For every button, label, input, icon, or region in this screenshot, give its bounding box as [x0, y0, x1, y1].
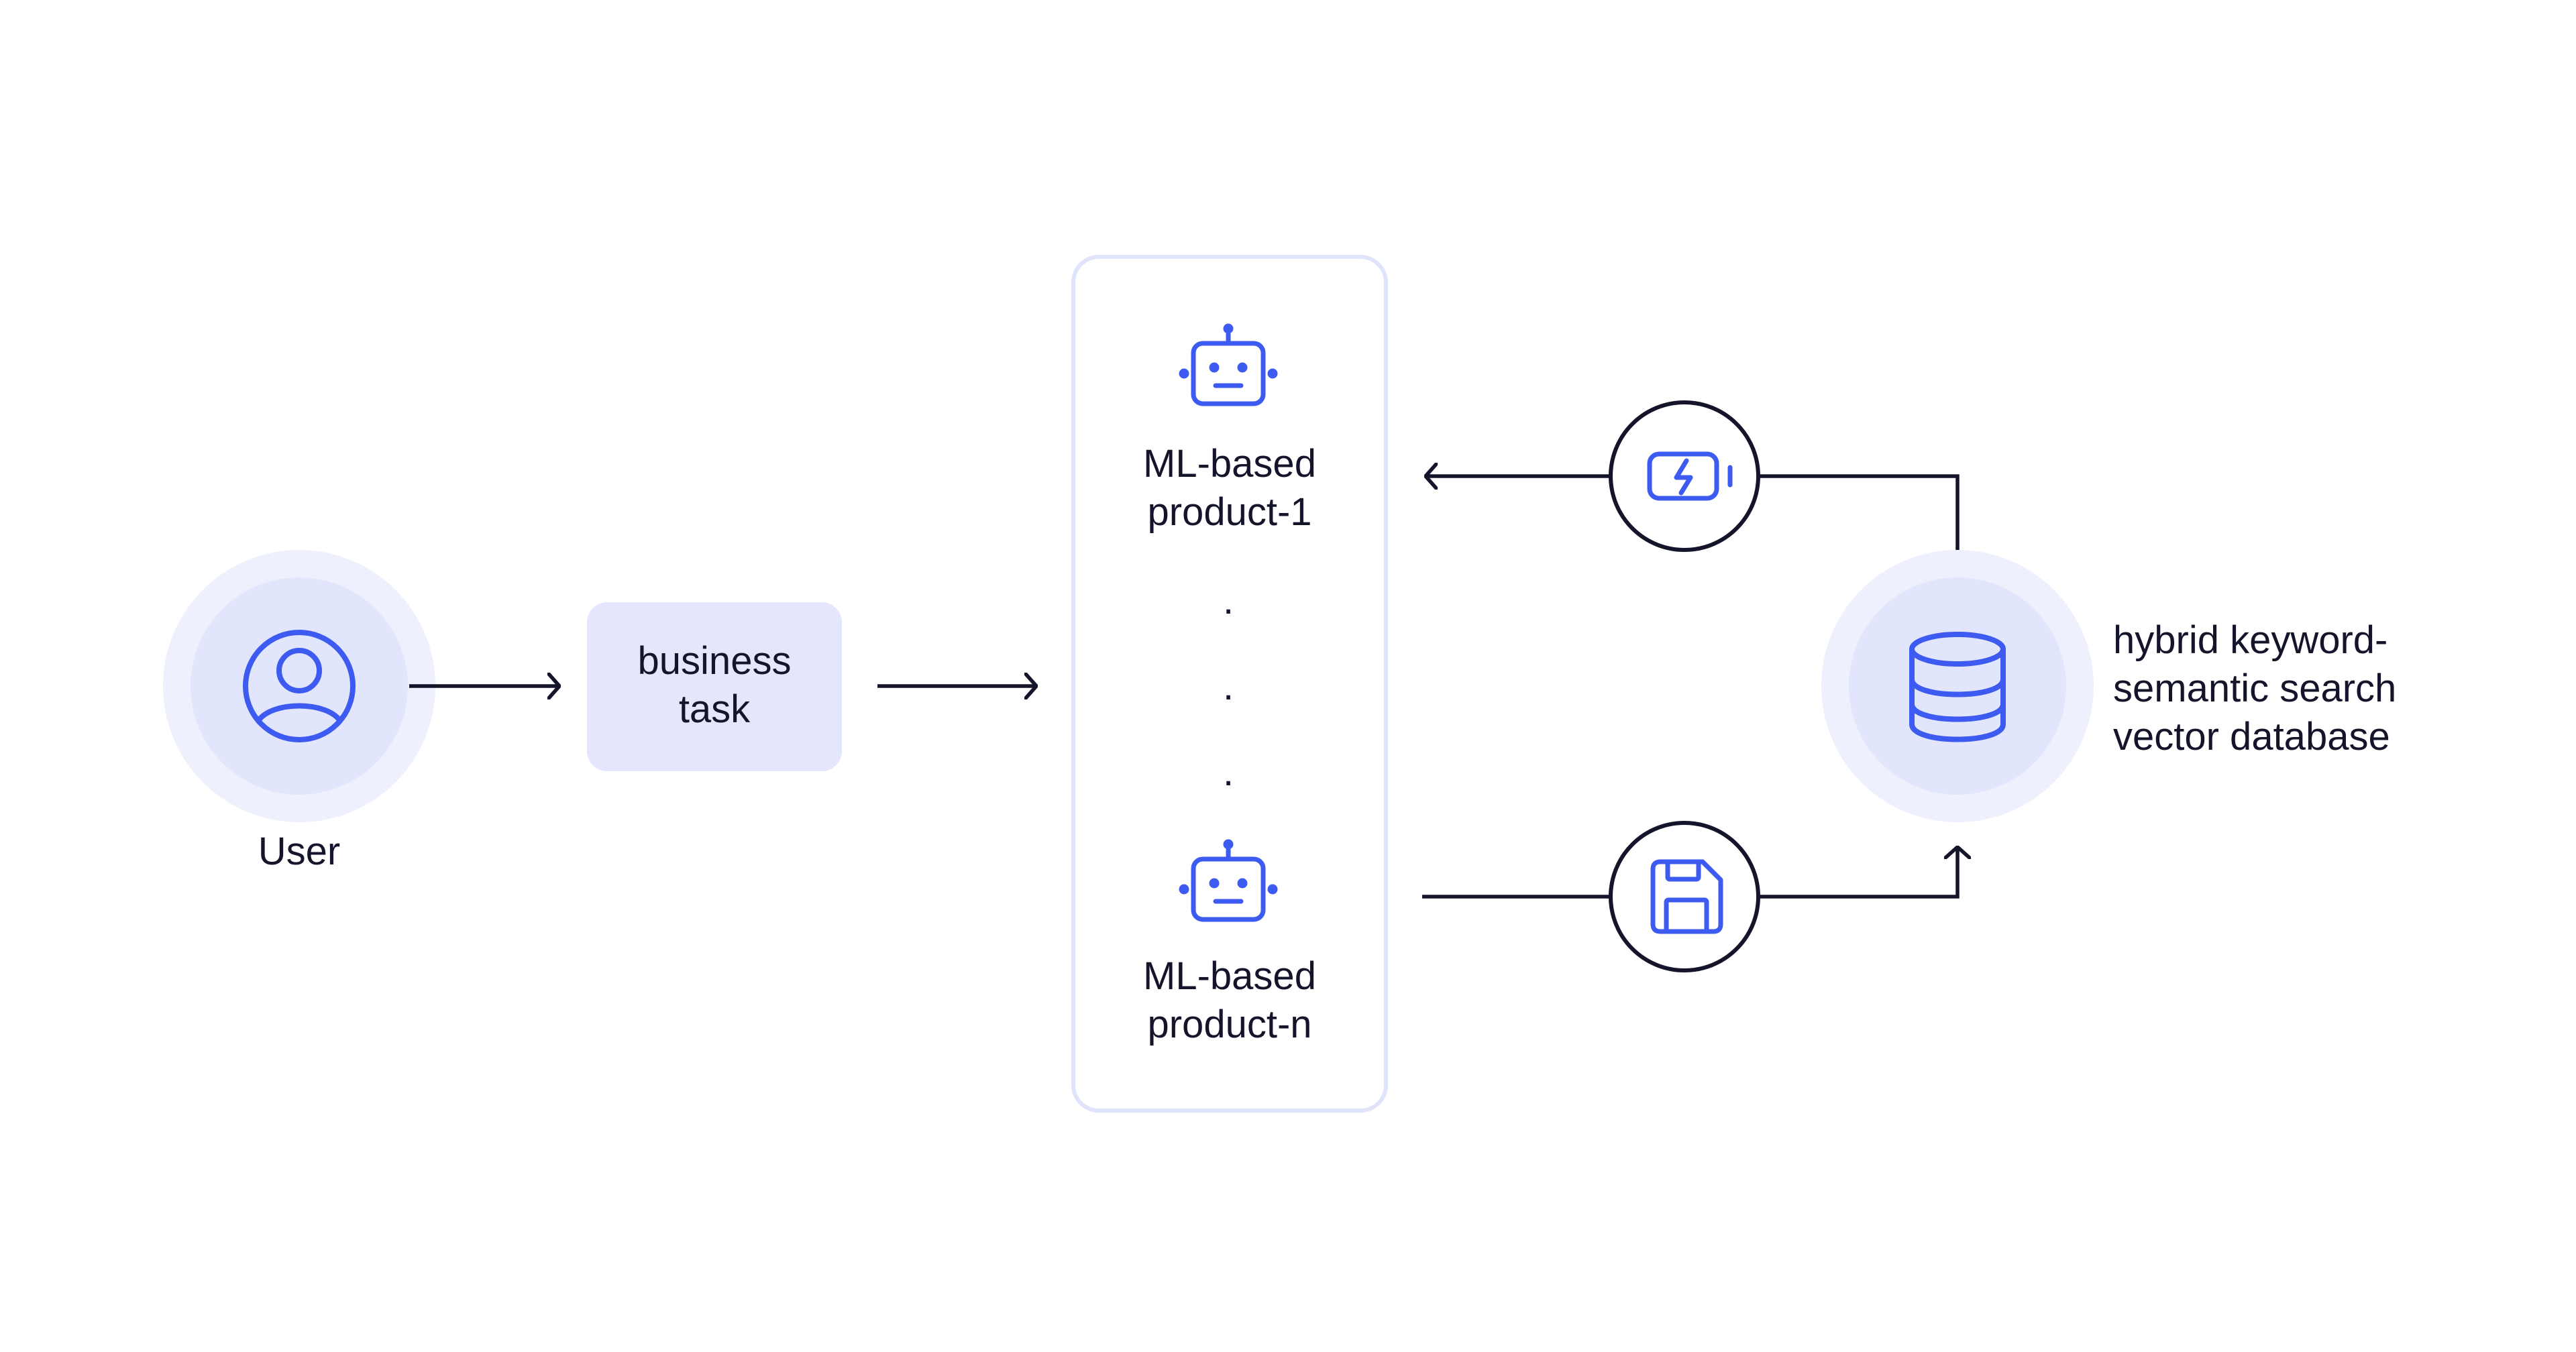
battery-charging-icon — [1647, 451, 1733, 501]
product-1-label: ML-based product-1 — [1095, 440, 1364, 537]
user-label: User — [258, 830, 341, 873]
arrow-save-to-database — [1759, 847, 1957, 899]
database-icon — [1909, 632, 2006, 742]
database-label: hybrid keyword- semantic search vector d… — [2113, 616, 2489, 761]
robot-icon — [1179, 323, 1278, 406]
products-panel — [1071, 255, 1388, 1113]
retrieve-node — [1609, 400, 1760, 552]
product-n-line-2: product-n — [1147, 1003, 1312, 1046]
database-line-1: hybrid keyword- — [2113, 618, 2388, 662]
business-task-box — [587, 602, 842, 771]
business-task-line-2: task — [678, 687, 751, 731]
product-1-line-1: ML-based — [1143, 442, 1316, 486]
business-task-line-1: business — [637, 639, 792, 683]
database-node — [1821, 550, 2094, 822]
product-n-label: ML-based product-n — [1095, 952, 1364, 1049]
user-node — [163, 550, 435, 822]
ellipsis-dot: . — [1222, 665, 1234, 708]
business-task-label: business task — [587, 637, 842, 734]
database-line-2: semantic search — [2113, 667, 2397, 710]
database-line-3: vector database — [2113, 715, 2390, 758]
save-disk-icon — [1650, 859, 1723, 934]
ellipsis-dot: . — [1222, 579, 1234, 622]
ellipsis-dot: . — [1222, 750, 1234, 794]
store-node — [1609, 821, 1760, 972]
robot-icon — [1179, 839, 1278, 922]
user-icon — [243, 630, 356, 742]
arrow-database-to-products — [1759, 474, 1960, 579]
product-n-line-1: ML-based — [1143, 954, 1316, 998]
product-1-line-2: product-1 — [1147, 490, 1312, 534]
